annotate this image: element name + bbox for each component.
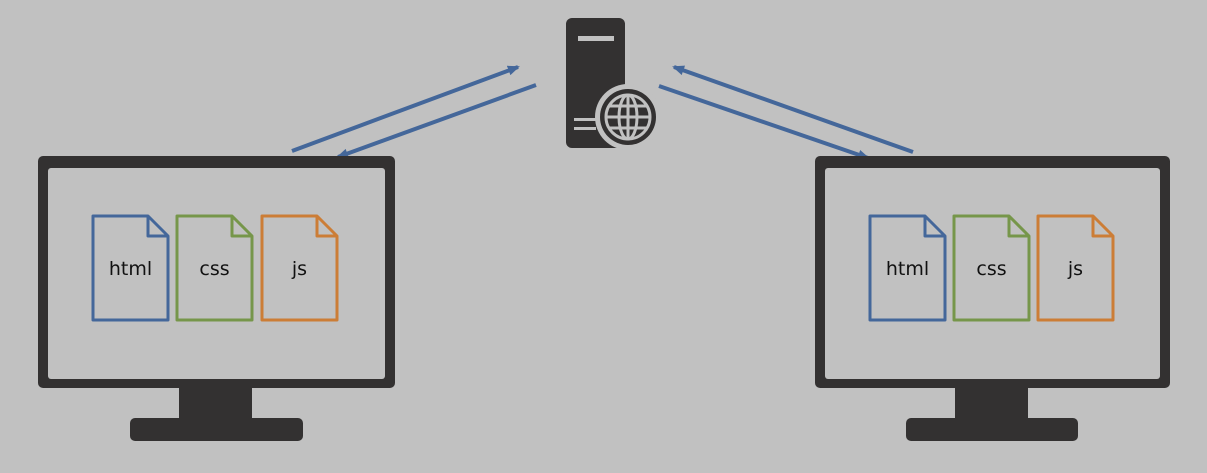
document-icon — [175, 214, 254, 322]
desktop-monitor-icon — [38, 156, 395, 441]
connection-arrows — [291, 65, 914, 160]
arrow-left-client-to-server — [291, 65, 520, 153]
document-icon — [260, 214, 339, 322]
document-icon — [1036, 214, 1115, 322]
arrow-server-to-left-client — [336, 83, 537, 159]
document-icon — [868, 214, 947, 322]
monitor-neck — [955, 386, 1028, 422]
file-label-html: html — [109, 258, 152, 280]
document-icon — [91, 214, 170, 322]
desktop-monitor-icon — [815, 156, 1170, 441]
client-right: html css js — [815, 156, 1170, 441]
file-js: js — [260, 214, 339, 322]
file-css: css — [175, 214, 254, 322]
file-html: html — [91, 214, 170, 322]
document-icon — [952, 214, 1031, 322]
server-slot — [578, 36, 614, 41]
monitor-base — [130, 418, 303, 441]
file-css: css — [952, 214, 1031, 322]
web-server-globe-icon — [566, 18, 661, 150]
arrow-right-client-to-server — [672, 65, 914, 154]
server-line-1 — [574, 118, 596, 121]
client-left: html css js — [38, 156, 395, 441]
file-label-css: css — [199, 258, 229, 280]
monitor-screen — [825, 168, 1160, 379]
server-line-2 — [574, 127, 596, 130]
arrow-server-to-right-client — [658, 84, 870, 160]
globe-icon — [595, 84, 661, 150]
file-label-js: js — [1067, 258, 1083, 280]
monitor-screen — [48, 168, 385, 379]
file-label-css: css — [976, 258, 1006, 280]
monitor-base — [906, 418, 1078, 441]
file-label-js: js — [291, 258, 307, 280]
file-js: js — [1036, 214, 1115, 322]
file-html: html — [868, 214, 947, 322]
file-label-html: html — [886, 258, 929, 280]
monitor-neck — [179, 386, 252, 422]
